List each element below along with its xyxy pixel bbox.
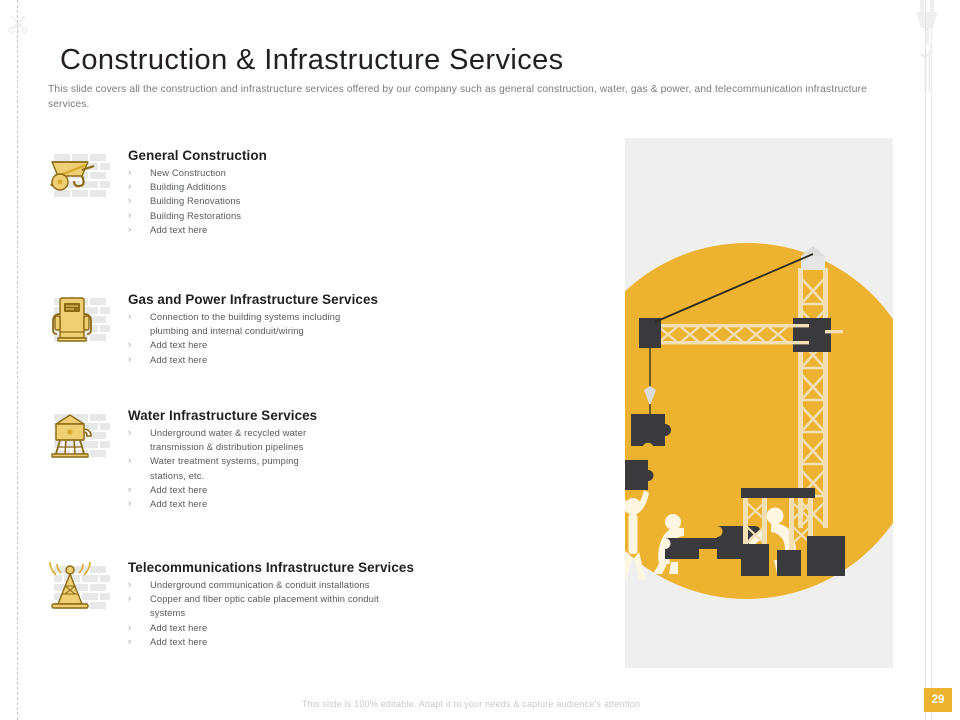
chevron-right-icon: › [128,498,132,510]
section-bullets: › Underground water & recycled water tran… [128,426,317,511]
page-number-badge: 29 [924,688,952,712]
bullet-item: › Add text here [128,497,317,511]
chevron-right-icon: › [128,167,132,178]
crane-hook-icon [916,0,938,92]
section-bullets: › New Construction › Building Additions › B… [128,166,267,237]
bullet-text: New Construction [150,167,226,178]
section-title: Telecommunications Infrastructure Servic… [128,560,414,575]
section-bullets: › Connection to the building systems incl… [128,310,378,367]
chevron-right-icon: › [128,339,132,351]
page-title: Construction & Infrastructure Services [60,44,564,76]
section-body: Gas and Power Infrastructure Services › C… [128,292,378,367]
section-title: General Construction [128,148,267,163]
chevron-right-icon: › [128,427,132,438]
chevron-right-icon: › [128,621,132,633]
bullet-item: › Building Restorations [128,209,267,223]
bullet-item: › New Construction [128,166,267,180]
dashed-cut-line [17,0,18,720]
bullet-text: Add text here [150,339,208,351]
bullet-text: Connection to the building systems inclu… [150,311,341,337]
worker-lifting-puzzle [625,460,654,580]
chevron-right-icon: › [128,593,132,605]
chevron-right-icon: › [128,455,132,467]
bullet-item: › Add text here [128,223,267,237]
bullet-text: Building Renovations [150,195,241,207]
bullet-text: Add text here [150,483,208,495]
chevron-right-icon: › [128,223,132,235]
section-title: Water Infrastructure Services [128,408,318,423]
section-body: Telecommunications Infrastructure Servic… [128,560,414,649]
chevron-right-icon: › [128,195,132,207]
bullet-text: Add text here [150,621,208,633]
right-edge-line-inner [931,0,932,720]
chevron-right-icon: › [128,483,132,495]
bullet-item: › Underground communication & conduit ins… [128,578,414,592]
chevron-right-icon: › [128,311,132,322]
concrete-blocks [741,536,845,576]
section-bullets: › Underground communication & conduit ins… [128,578,414,649]
bullet-text: Add text here [150,498,208,510]
bullet-text: Add text here [150,223,208,235]
bullet-item: › Underground water & recycled water tran… [128,426,317,454]
bullet-item: › Add text here [128,621,414,635]
slide-card: Construction & Infrastructure Services T… [30,30,912,709]
bullet-text: Underground water & recycled water trans… [150,427,307,453]
telecom-tower-icon [49,561,91,609]
puzzle-piece-hanging [631,414,671,446]
bullet-item: › Copper and fiber optic cable placement … [128,592,414,620]
chevron-right-icon: › [128,209,132,221]
bullet-item: › Add text here [128,635,414,649]
bullet-text: Building Additions [150,181,227,193]
bullet-text: Add text here [150,353,208,365]
bullet-item: › Connection to the building systems incl… [128,310,378,338]
construction-teamwork-illustration [625,138,893,668]
scaffold-deck [741,488,815,498]
tower-crane [639,246,843,528]
puzzle-piece-ground-left [665,538,723,559]
chevron-right-icon: › [128,353,132,365]
bullet-text: Building Restorations [150,209,242,221]
bullet-text: Add text here [150,635,208,647]
page-subtitle: This slide covers all the construction a… [48,84,867,110]
bullet-item: › Add text here [128,338,378,352]
bullet-item: › Building Additions [128,180,267,194]
bullet-item: › Add text here [128,483,317,497]
water-tower-icon [51,414,92,458]
bullet-item: › Water treatment systems, pumping statio… [128,454,317,482]
right-edge-line-outer [925,0,926,720]
chevron-right-icon: › [128,579,132,590]
bullet-item: › Add text here [128,353,378,367]
footer-note: This slide is 100% editable. Adapt it to… [301,699,641,709]
chevron-right-icon: › [128,635,132,647]
bullet-text: Copper and fiber optic cable placement w… [150,593,379,619]
scaffolding-towers [741,488,815,564]
wheelbarrow-icon [50,161,95,191]
chevron-right-icon: › [128,181,132,193]
gas-pump-icon [52,297,92,342]
bullet-item: › Building Renovations [128,194,267,208]
scissors-icon [8,15,28,35]
section-body: General Construction › New Construction ›… [128,148,267,237]
section-body: Water Infrastructure Services › Undergrou… [128,408,317,511]
section-title: Gas and Power Infrastructure Services [128,292,379,307]
bullet-text: Water treatment systems, pumping station… [150,455,299,481]
bullet-text: Underground communication & conduit inst… [150,579,370,590]
